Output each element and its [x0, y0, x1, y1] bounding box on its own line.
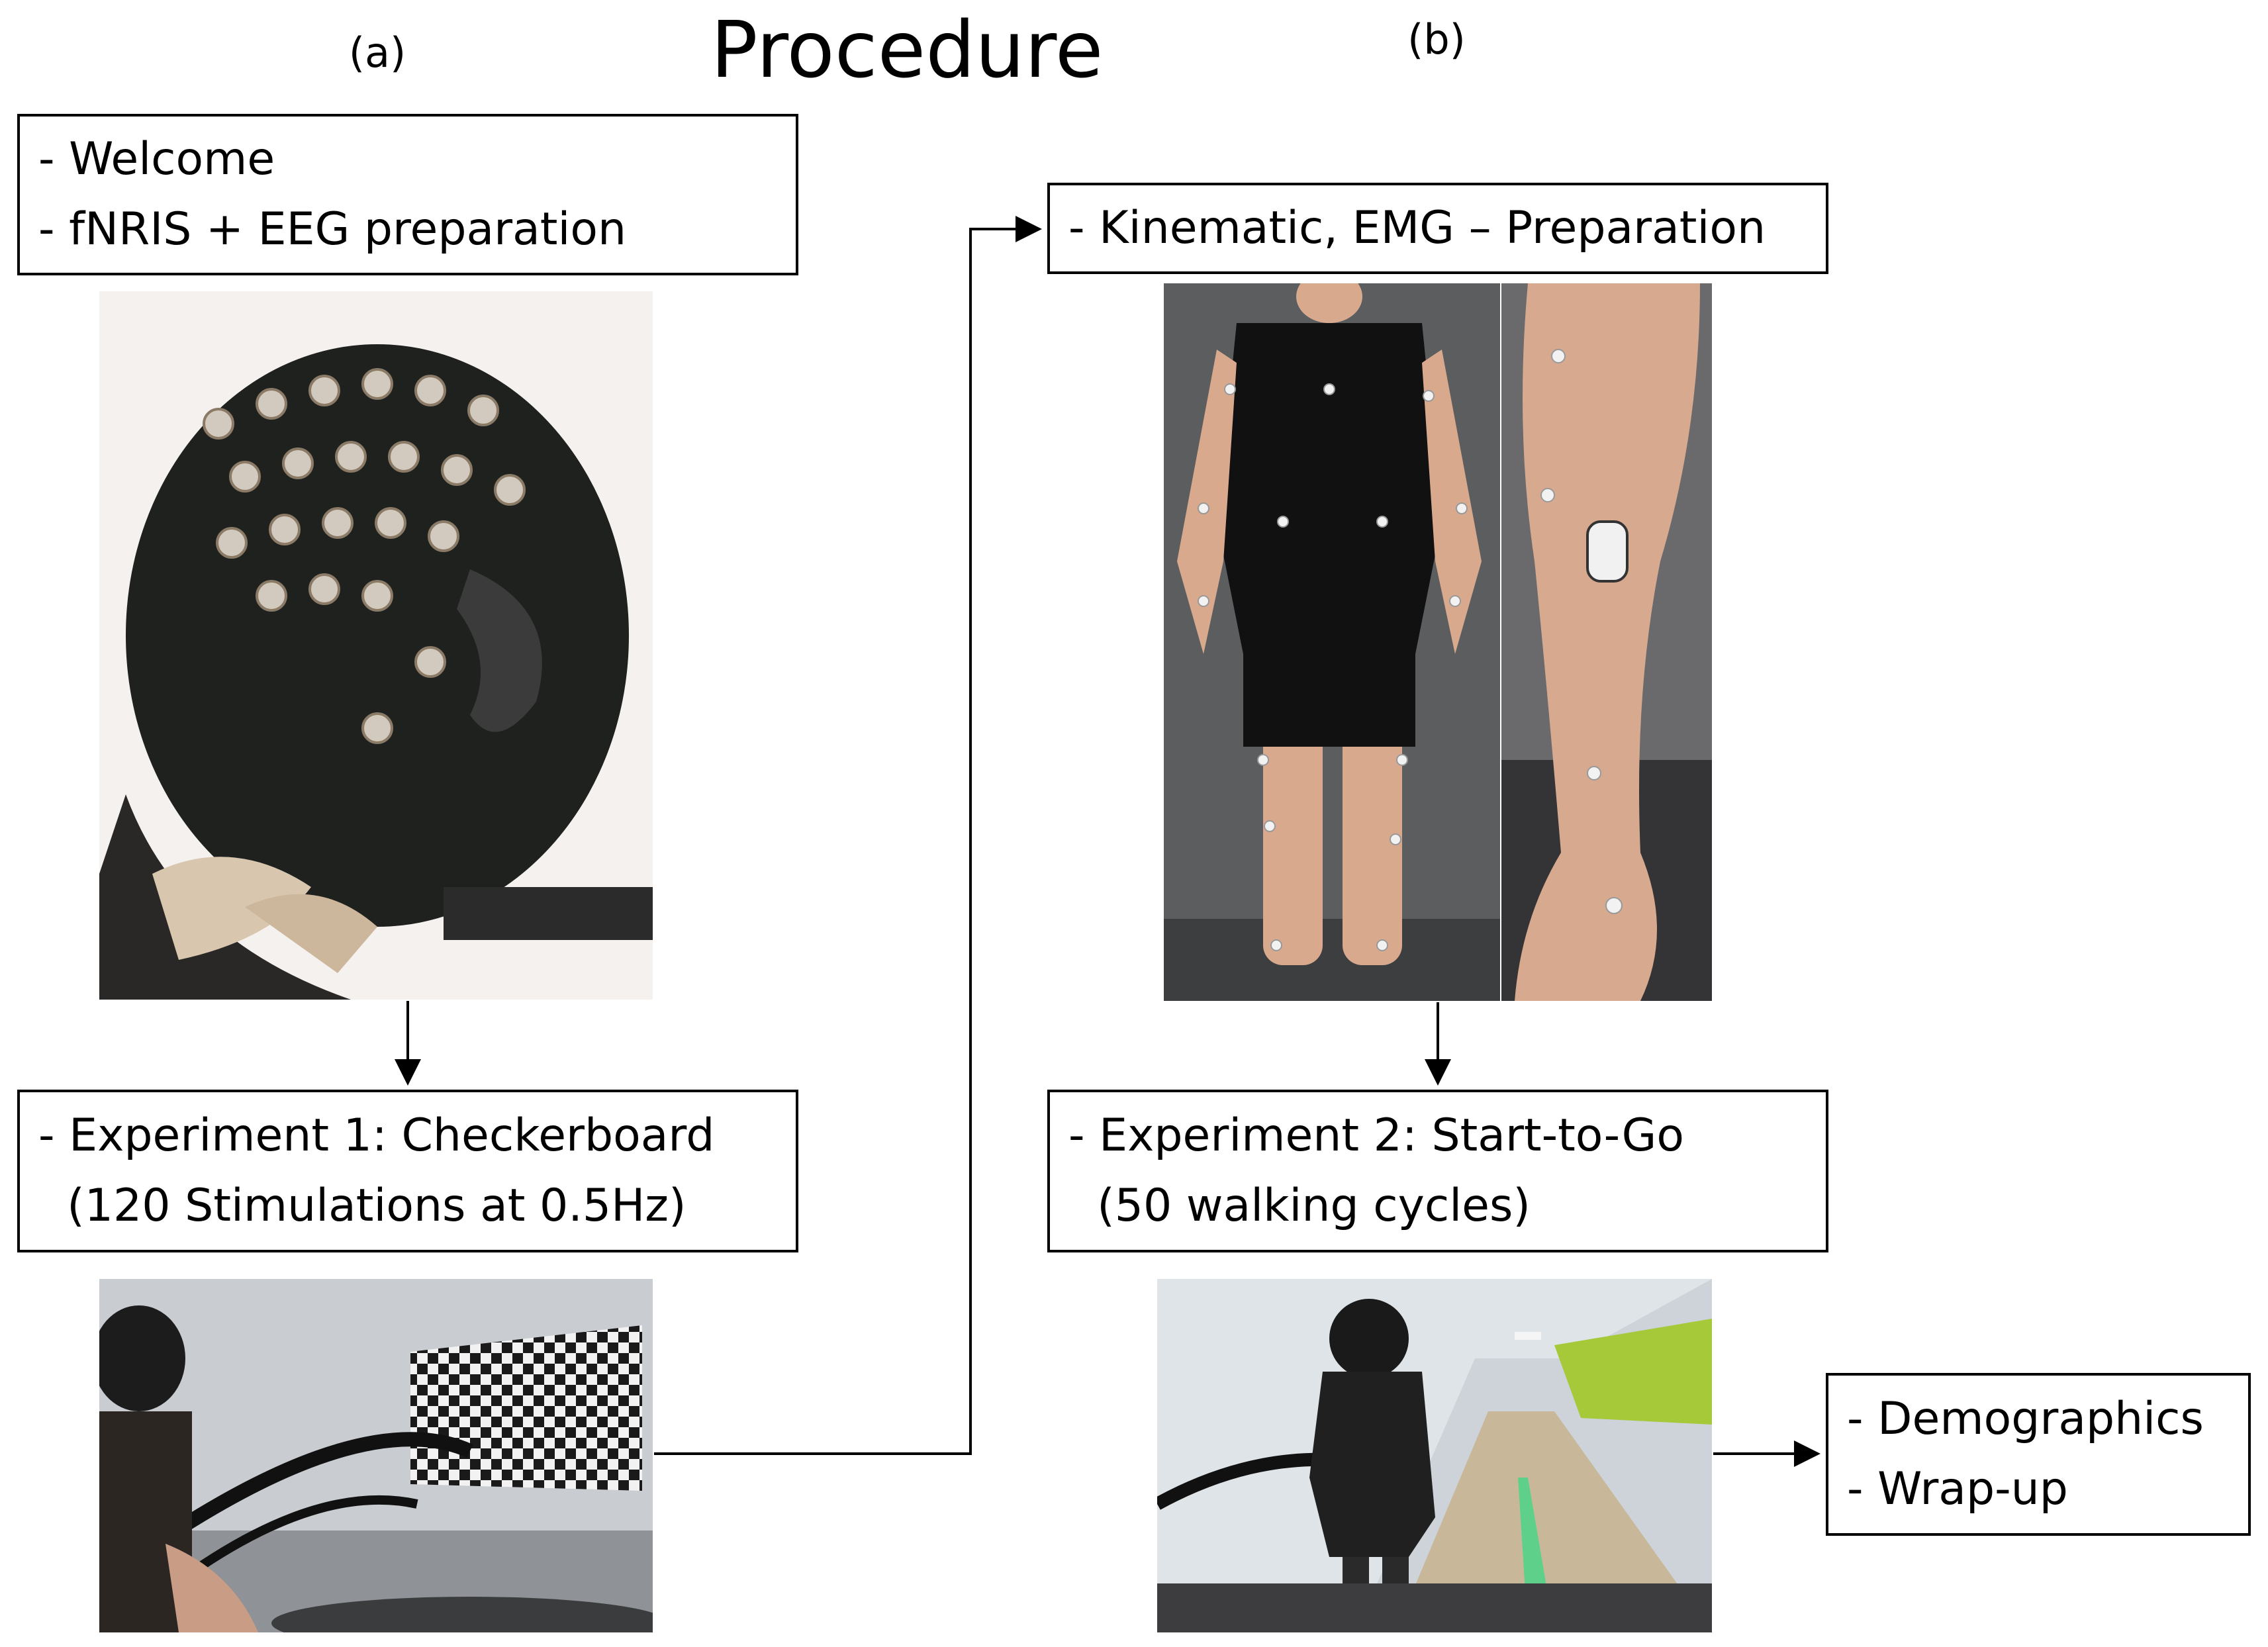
panel-label-a: (a) — [348, 28, 406, 77]
box-line: - Welcome — [38, 133, 275, 185]
box-line: - Kinematic, EMG – Preparation — [1068, 202, 1766, 254]
box-experiment-1: - Experiment 1: Checkerboard (120 Stimul… — [17, 1090, 798, 1252]
checkerboard-treadmill-photo — [99, 1279, 653, 1632]
box-kinematic-preparation: - Kinematic, EMG – Preparation — [1047, 183, 1828, 274]
box-line: - Experiment 2: Start-to-Go — [1068, 1109, 1684, 1162]
box-demographics-wrapup: - Demographics - Wrap-up — [1826, 1373, 2251, 1536]
box-experiment-2: - Experiment 2: Start-to-Go (50 walking … — [1047, 1090, 1828, 1252]
eeg-cap-photo — [99, 291, 653, 1000]
box-line: (120 Stimulations at 0.5Hz) — [38, 1180, 686, 1232]
box-line: - Wrap-up — [1847, 1463, 2068, 1515]
arrow-exp1-to-kinematic — [654, 216, 1042, 1455]
box-line: - fNRIS + EEG preparation — [38, 203, 627, 256]
box-line: - Experiment 1: Checkerboard — [38, 1109, 715, 1162]
marker-suit-photo — [1164, 283, 1500, 1001]
panel-label-b: (b) — [1407, 15, 1466, 64]
box-welcome-preparation: - Welcome - fNRIS + EEG preparation — [17, 114, 798, 275]
page-title: Procedure — [710, 4, 1104, 95]
box-line: - Demographics — [1847, 1393, 2204, 1445]
virtual-corridor-photo — [1157, 1279, 1712, 1632]
leg-marker-photo — [1501, 283, 1712, 1001]
box-line: (50 walking cycles) — [1068, 1180, 1531, 1232]
